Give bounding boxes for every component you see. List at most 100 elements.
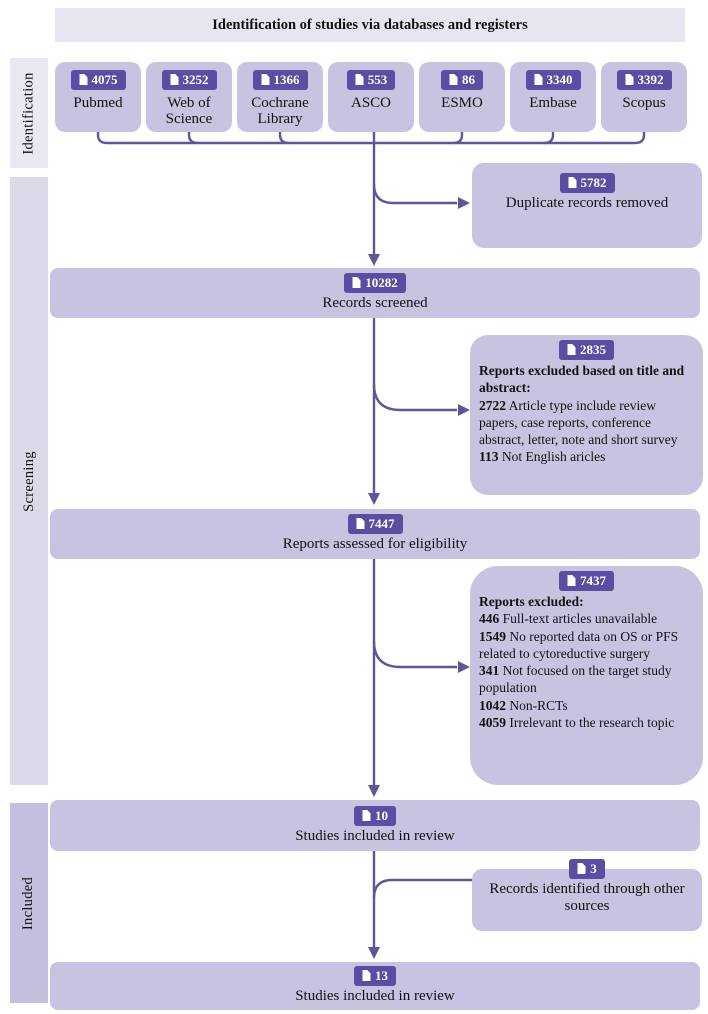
reports-assessed-box: 7447 Reports assessed for eligibility — [50, 509, 700, 559]
exclusion-reason: 4059 Irrelevant to the research topic — [479, 714, 694, 731]
document-icon — [567, 344, 576, 355]
reason-count: 2722 — [479, 397, 506, 413]
record-count-badge: 3252 — [161, 70, 217, 90]
document-icon — [449, 74, 458, 85]
phase-bar-screening: Screening — [10, 177, 48, 785]
node-label: Studies included in review — [295, 988, 455, 1005]
db-name: Embase — [529, 95, 577, 111]
record-count-badge: 5782 — [559, 173, 615, 193]
reason-count: 1042 — [479, 697, 506, 713]
reason-count: 113 — [479, 449, 499, 465]
record-count: 553 — [367, 72, 388, 87]
reason-text: Irrelevant to the research topic — [509, 714, 675, 730]
document-icon — [355, 74, 364, 85]
phase-bar-identification: Identification — [10, 58, 48, 168]
record-count: 7437 — [580, 573, 606, 588]
record-count-badge: 4075 — [70, 70, 126, 90]
db-name: Cochrane Library — [251, 95, 309, 128]
document-icon — [568, 177, 576, 188]
exclusion-reason: 113 Not English aricles — [479, 448, 694, 465]
reason-count: 1549 — [479, 628, 506, 644]
reason-text: Not English aricles — [501, 449, 606, 465]
document-icon — [534, 74, 542, 85]
exclusion-reason: 341 Not focused on the target study popu… — [479, 662, 694, 697]
db-box-esmo: 86 ESMO — [419, 62, 505, 132]
db-name: Web of Science — [165, 95, 213, 128]
reports-excluded-box: 7437 Reports excluded: 446 Full-text art… — [470, 566, 703, 785]
reason-count: 341 — [479, 663, 500, 679]
db-box-cochrane-library: 1366 Cochrane Library — [237, 62, 323, 132]
exclusion-reason: 1549 No reported data on OS or PFS relat… — [479, 628, 694, 663]
exclusion-heading: Reports excluded: — [479, 594, 584, 609]
record-count: 3340 — [546, 72, 573, 87]
document-icon — [79, 74, 87, 85]
record-count-badge: 3392 — [616, 70, 672, 90]
reason-text: No reported data on OS or PFS related to… — [479, 628, 679, 661]
record-count-badge: 2835 — [559, 340, 614, 360]
records-screened-box: 10282 Records screened — [50, 268, 700, 318]
record-count: 3 — [590, 861, 597, 876]
badge-row: 7437 — [479, 571, 694, 591]
exclusion-heading: Reports excluded based on title and abst… — [479, 363, 685, 396]
record-count: 3392 — [637, 72, 664, 87]
record-count: 1366 — [273, 72, 300, 87]
record-count: 7447 — [368, 516, 395, 532]
node-label: Studies included in review — [295, 827, 455, 844]
db-name: Pubmed — [73, 95, 123, 111]
final-included-box: 13 Studies included in review — [50, 962, 700, 1010]
db-box-embase: 3340 Embase — [510, 62, 596, 132]
excluded-title-abstract-box: 2835 Reports excluded based on title and… — [470, 335, 703, 495]
exclusion-reason: 1042 Non-RCTs — [479, 697, 694, 714]
record-count-badge: 86 — [441, 70, 483, 90]
duplicates-removed-box: 5782 Duplicate records removed — [472, 163, 702, 248]
document-icon — [567, 575, 576, 586]
record-count: 5782 — [580, 175, 607, 190]
document-icon — [261, 74, 269, 85]
exclusion-reason: 446 Full-text articles unavailable — [479, 610, 694, 627]
document-icon — [362, 970, 371, 982]
record-count: 13 — [375, 968, 388, 984]
reason-count: 4059 — [479, 714, 506, 730]
record-count: 86 — [462, 72, 475, 87]
badge-row: 2835 — [479, 340, 694, 360]
reason-text: Non-RCTs — [509, 697, 568, 713]
reason-count: 446 — [479, 611, 500, 627]
record-count: 4075 — [91, 72, 118, 87]
reason-text: Not focused on the target study populati… — [479, 663, 672, 696]
document-icon — [362, 809, 371, 821]
record-count-badge: 3340 — [525, 70, 581, 90]
diagram-title-text: Identification of studies via databases … — [212, 16, 528, 33]
node-label: Records identified through other sources — [489, 881, 685, 915]
db-name: Scopus — [622, 95, 666, 111]
record-count-badge: 10282 — [344, 273, 406, 294]
reason-text: Article type include review papers, case… — [479, 397, 678, 448]
record-count-badge: 7437 — [559, 571, 614, 591]
record-count-badge: 7447 — [347, 514, 403, 535]
record-count: 3252 — [182, 72, 209, 87]
diagram-title: Identification of studies via databases … — [55, 8, 685, 42]
phase-bar-included: Included — [10, 803, 48, 1003]
db-box-scopus: 3392 Scopus — [601, 62, 687, 132]
node-label: Reports assessed for eligibility — [282, 536, 468, 553]
other-sources-box: 3 Records identified through other sourc… — [472, 859, 702, 931]
db-box-web-of-science: 3252 Web of Science — [146, 62, 232, 132]
db-name: ASCO — [350, 95, 391, 111]
record-count-badge: 3 — [569, 859, 605, 879]
node-label: Records screened — [322, 295, 428, 312]
db-name: ESMO — [441, 95, 483, 111]
record-count-badge: 1366 — [252, 70, 308, 90]
document-icon — [625, 74, 633, 85]
node-label: Duplicate records removed — [505, 195, 669, 211]
db-box-pubmed: 4075 Pubmed — [55, 62, 141, 132]
document-icon — [356, 518, 364, 530]
reason-text: Full-text articles unavailable — [502, 611, 658, 627]
record-count-badge: 13 — [354, 966, 396, 987]
record-count: 10 — [375, 807, 388, 823]
record-count: 10282 — [365, 275, 398, 291]
db-box-asco: 553 ASCO — [328, 62, 414, 132]
record-count-badge: 553 — [346, 70, 396, 90]
record-count: 2835 — [580, 342, 606, 357]
document-icon — [170, 74, 178, 85]
